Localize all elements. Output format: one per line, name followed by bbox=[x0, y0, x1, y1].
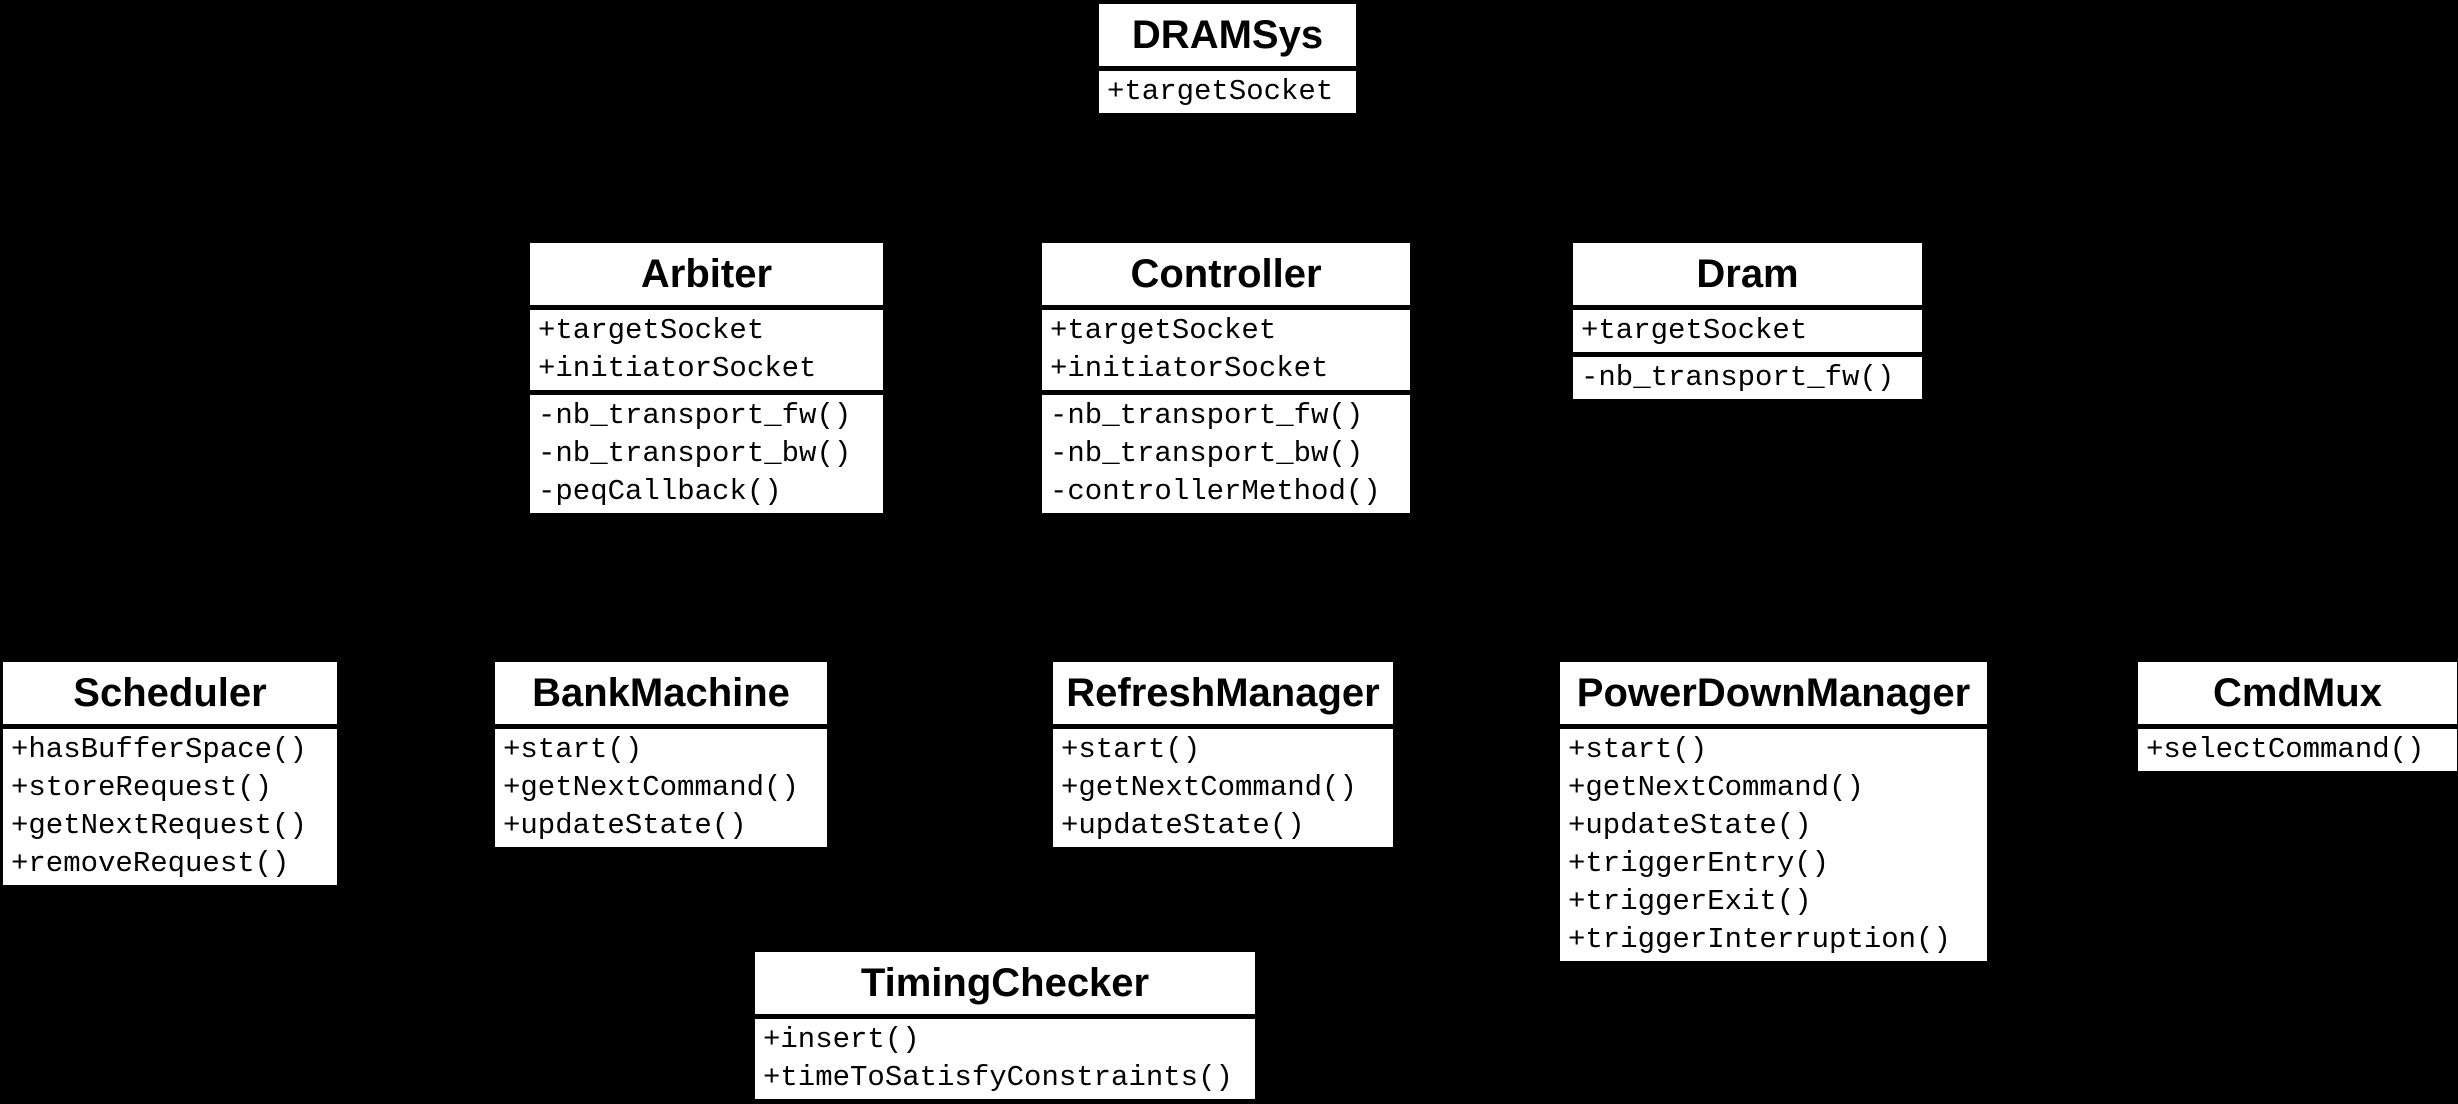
class-dramsys: DRAMSys +targetSocket bbox=[1099, 4, 1356, 113]
class-name: Controller bbox=[1130, 251, 1322, 296]
member-line: +updateState() bbox=[503, 809, 747, 842]
class-title: Arbiter bbox=[530, 243, 883, 305]
class-refreshmanager: RefreshManager +start() +getNextCommand()… bbox=[1053, 662, 1393, 847]
class-title: DRAMSys bbox=[1099, 4, 1356, 66]
member-line: +targetSocket bbox=[1050, 314, 1277, 347]
member-line: +start() bbox=[1061, 733, 1201, 766]
member-line: +updateState() bbox=[1061, 809, 1305, 842]
class-title: Scheduler bbox=[3, 662, 337, 724]
member-line: +triggerInterruption() bbox=[1568, 923, 1951, 956]
member-line: +initiatorSocket bbox=[1050, 352, 1329, 385]
member-line: +targetSocket bbox=[1107, 75, 1334, 108]
class-methods: -nb_transport_fw() -nb_transport_bw() -con… bbox=[1042, 395, 1410, 513]
member-line: +triggerExit() bbox=[1568, 885, 1812, 918]
class-powerdownmanager: PowerDownManager +start() +getNextCommand… bbox=[1560, 662, 1987, 961]
member-line: -nb_transport_fw() bbox=[538, 399, 852, 432]
member-line: +removeRequest() bbox=[11, 847, 290, 880]
class-name: BankMachine bbox=[532, 670, 790, 715]
class-name: DRAMSys bbox=[1131, 12, 1324, 57]
class-attributes: +targetSocket bbox=[1573, 310, 1922, 352]
class-name: RefreshManager bbox=[1066, 670, 1380, 715]
class-methods: -nb_transport_fw() bbox=[1573, 357, 1922, 399]
class-methods: +insert() +timeToSatisfyConstraints() bbox=[755, 1019, 1255, 1099]
class-name: Scheduler bbox=[73, 670, 267, 715]
member-line: +selectCommand() bbox=[2146, 733, 2425, 766]
member-line: +initiatorSocket bbox=[538, 352, 817, 385]
class-methods: -nb_transport_fw() -nb_transport_bw() -peq… bbox=[530, 395, 883, 513]
member-line: -controllerMethod() bbox=[1050, 475, 1381, 508]
class-scheduler: Scheduler +hasBufferSpace() +storeRequest… bbox=[3, 662, 337, 885]
class-controller: Controller +targetSocket +initiatorSocket… bbox=[1042, 243, 1410, 513]
member-line: +targetSocket bbox=[1581, 314, 1808, 347]
member-line: +updateState() bbox=[1568, 809, 1812, 842]
class-attributes: +targetSocket +initiatorSocket bbox=[530, 310, 883, 390]
member-line: +targetSocket bbox=[538, 314, 765, 347]
class-methods: +start() +getNextCommand() +updateState() +… bbox=[1560, 729, 1987, 961]
member-line: +start() bbox=[503, 733, 643, 766]
class-title: RefreshManager bbox=[1053, 662, 1393, 724]
class-methods: +start() +getNextCommand() +updateState() bbox=[1053, 729, 1393, 847]
class-attributes: +targetSocket bbox=[1099, 71, 1356, 113]
member-line: +triggerEntry() bbox=[1568, 847, 1830, 880]
class-title: BankMachine bbox=[495, 662, 827, 724]
class-attributes: +targetSocket +initiatorSocket bbox=[1042, 310, 1410, 390]
class-methods: +selectCommand() bbox=[2138, 729, 2457, 771]
member-line: +getNextCommand() bbox=[503, 771, 799, 804]
member-line: +start() bbox=[1568, 733, 1708, 766]
class-timingchecker: TimingChecker +insert() +timeToSatisfyCon… bbox=[755, 952, 1255, 1099]
class-methods: +hasBufferSpace() +storeRequest() +getNext… bbox=[3, 729, 337, 885]
class-cmdmux: CmdMux +selectCommand() bbox=[2138, 662, 2457, 771]
class-title: Controller bbox=[1042, 243, 1410, 305]
class-name: Dram bbox=[1696, 251, 1799, 296]
class-name: PowerDownManager bbox=[1576, 670, 1971, 715]
class-title: PowerDownManager bbox=[1560, 662, 1987, 724]
member-line: +getNextCommand() bbox=[1061, 771, 1357, 804]
member-line: -peqCallback() bbox=[538, 475, 782, 508]
member-line: +timeToSatisfyConstraints() bbox=[763, 1061, 1233, 1094]
class-methods: +start() +getNextCommand() +updateState() bbox=[495, 729, 827, 847]
member-line: -nb_transport_bw() bbox=[538, 437, 852, 470]
member-line: -nb_transport_bw() bbox=[1050, 437, 1364, 470]
member-line: +getNextRequest() bbox=[11, 809, 307, 842]
member-line: +hasBufferSpace() bbox=[11, 733, 307, 766]
class-name: CmdMux bbox=[2213, 670, 2382, 715]
class-title: CmdMux bbox=[2138, 662, 2457, 724]
class-dram: Dram +targetSocket -nb_transport_fw() bbox=[1573, 243, 1922, 399]
class-name: Arbiter bbox=[640, 251, 773, 296]
class-name: TimingChecker bbox=[860, 960, 1150, 1005]
class-arbiter: Arbiter +targetSocket +initiatorSocket -n… bbox=[530, 243, 883, 513]
member-line: +insert() bbox=[763, 1023, 920, 1056]
member-line: -nb_transport_fw() bbox=[1050, 399, 1364, 432]
member-line: -nb_transport_fw() bbox=[1581, 361, 1895, 394]
class-bankmachine: BankMachine +start() +getNextCommand() +up… bbox=[495, 662, 827, 847]
member-line: +getNextCommand() bbox=[1568, 771, 1864, 804]
member-line: +storeRequest() bbox=[11, 771, 273, 804]
class-title: Dram bbox=[1573, 243, 1922, 305]
class-title: TimingChecker bbox=[755, 952, 1255, 1014]
